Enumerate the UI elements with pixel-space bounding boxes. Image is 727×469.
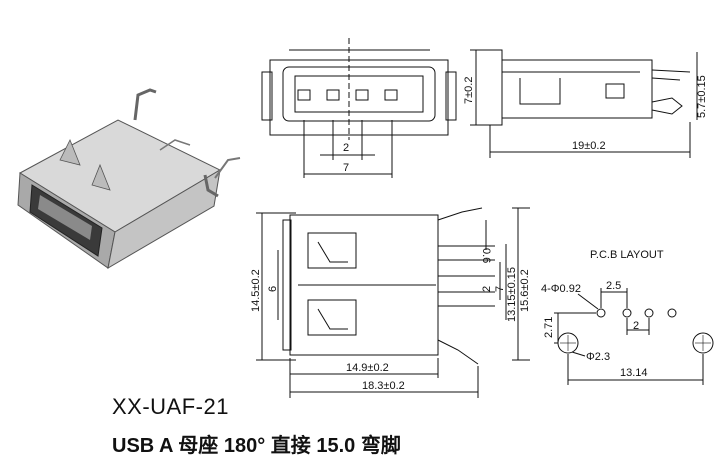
pcb-pitch-a-dim: 2.5	[606, 280, 621, 292]
pcb-offset-dim: 2.71	[543, 317, 555, 338]
top-span-dim: 7	[494, 286, 506, 292]
side-length-dim: 19±0.2	[572, 140, 606, 152]
side-view	[470, 49, 698, 158]
top-pin-span-dim: 13.15±0.15	[506, 267, 518, 322]
front-pitch-dim: 2	[343, 142, 349, 154]
pcb-mount-span-dim: 13.14	[620, 367, 648, 379]
connector-3d-render	[17, 88, 241, 269]
front-span-dim: 7	[343, 162, 349, 174]
top-view	[256, 207, 530, 398]
top-total-length-dim: 18.3±0.2	[362, 380, 405, 392]
top-inner-length-dim: 14.9±0.2	[346, 362, 389, 374]
pcb-pitch-b-dim: 2	[633, 320, 639, 332]
part-model-number: XX-UAF-21	[112, 394, 229, 419]
side-pin-dim: 5.7±0.15	[696, 75, 708, 118]
front-view	[261, 38, 457, 178]
top-tab-dim: 0.6	[480, 248, 492, 263]
top-body-dim: 15.6±0.2	[519, 269, 531, 312]
pcb-hole-dim: 4-Φ0.92	[541, 283, 581, 295]
top-pitch-dim: 2	[481, 286, 493, 292]
top-center-dim: 6	[267, 286, 279, 292]
top-width-dim: 14.5±0.2	[250, 269, 262, 312]
side-height-dim: 7±0.2	[463, 77, 475, 104]
part-description: USB A 母座 180° 直接 15.0 弯脚	[112, 435, 401, 457]
pcb-layout-title: P.C.B LAYOUT	[590, 249, 664, 261]
pcb-large-hole-dim: Φ2.3	[586, 351, 610, 363]
pcb-layout-drawing	[554, 288, 714, 385]
